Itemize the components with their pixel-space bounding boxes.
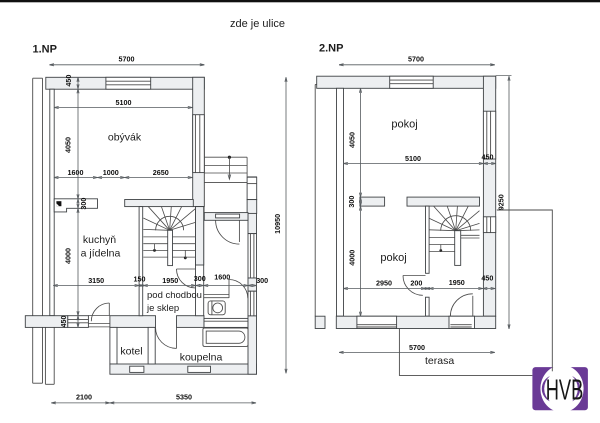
svg-text:5700: 5700 [119,55,135,64]
svg-text:300: 300 [79,198,88,210]
svg-text:zde je ulice: zde je ulice [230,18,285,30]
svg-text:300: 300 [194,274,206,283]
svg-text:kuchyň: kuchyň [83,234,116,246]
svg-text:koupelna: koupelna [180,352,223,364]
svg-text:pokoj: pokoj [380,252,406,264]
svg-text:1600: 1600 [68,168,84,177]
svg-text:1000: 1000 [103,168,119,177]
svg-text:450: 450 [59,316,68,328]
svg-text:5700: 5700 [409,343,425,352]
svg-text:450: 450 [64,75,73,87]
svg-text:4000: 4000 [64,248,73,264]
svg-text:2950: 2950 [376,279,392,288]
svg-text:5700: 5700 [408,55,424,64]
svg-text:9250: 9250 [497,194,506,210]
svg-text:a jídelna: a jídelna [81,248,121,260]
svg-text:3150: 3150 [88,276,104,285]
svg-text:terasa: terasa [425,355,454,367]
svg-text:1.NP: 1.NP [33,44,57,56]
svg-text:pokoj: pokoj [391,119,417,131]
svg-text:300: 300 [347,196,356,208]
svg-text:4050: 4050 [348,132,357,148]
svg-text:je sklep: je sklep [146,303,179,314]
svg-text:2100: 2100 [76,392,92,401]
svg-text:5100: 5100 [116,98,132,107]
svg-text:4050: 4050 [64,137,73,153]
svg-text:5350: 5350 [176,392,192,401]
svg-text:4000: 4000 [348,250,357,266]
svg-text:450: 450 [481,273,493,282]
svg-text:pod chodbou: pod chodbou [147,290,202,301]
svg-text:1950: 1950 [162,276,178,285]
svg-text:1600: 1600 [214,273,230,282]
svg-text:1950: 1950 [449,278,465,287]
svg-text:450: 450 [482,152,494,161]
svg-text:5100: 5100 [405,154,421,163]
svg-text:300: 300 [256,276,268,285]
svg-text:200: 200 [410,278,422,287]
svg-text:HVB: HVB [546,374,584,406]
svg-text:obývák: obývák [108,132,142,144]
svg-text:kotel: kotel [120,346,142,358]
svg-text:10950: 10950 [273,214,282,234]
svg-text:150: 150 [134,274,146,283]
svg-text:2650: 2650 [153,168,169,177]
svg-text:2.NP: 2.NP [319,43,343,55]
